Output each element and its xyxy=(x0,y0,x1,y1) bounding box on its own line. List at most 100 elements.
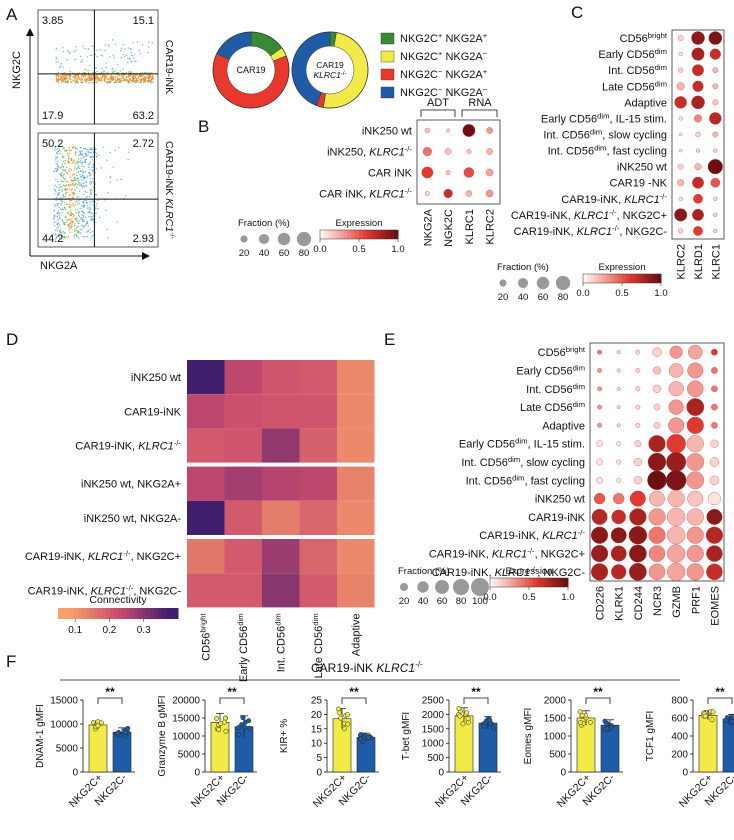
flow-event xyxy=(131,81,133,83)
row-label: iNK250, KLRC1-/- xyxy=(327,144,412,159)
size-legend-dot xyxy=(258,233,270,245)
label-part: CD56 xyxy=(538,347,566,359)
flow-event xyxy=(84,77,87,80)
flow-event xyxy=(63,208,65,211)
y-tick-label: 25 xyxy=(311,696,323,707)
color-legend-step xyxy=(602,274,607,283)
column-label: GZMB xyxy=(671,586,683,618)
flow-event xyxy=(89,178,91,180)
flow-event xyxy=(61,154,64,156)
label-part: CD56 xyxy=(544,384,572,396)
data-point xyxy=(710,709,716,715)
flow-event xyxy=(56,160,59,163)
color-legend-step xyxy=(327,230,333,239)
label-part: Int. xyxy=(608,65,626,77)
flow-event xyxy=(87,202,89,204)
dot xyxy=(421,166,434,179)
column-label: KLRC1 xyxy=(464,209,476,244)
flow-plot-label: CAR19-iNK xyxy=(163,40,175,94)
flow-event xyxy=(134,74,136,76)
flow-event xyxy=(106,72,109,74)
dot xyxy=(648,545,666,562)
flow-event xyxy=(86,235,88,238)
flow-event xyxy=(78,165,80,167)
flow-event xyxy=(136,41,139,43)
flow-event xyxy=(88,163,91,165)
dot xyxy=(686,526,704,544)
label-part: CAR19-iNK xyxy=(163,141,175,198)
donut-outline xyxy=(212,31,290,109)
flow-event xyxy=(73,229,76,231)
flow-event xyxy=(151,76,153,78)
flow-event xyxy=(57,229,59,232)
dot xyxy=(686,435,704,453)
flow-event xyxy=(126,54,128,56)
flow-event xyxy=(97,199,99,202)
y-tick-label: 20000 xyxy=(172,696,200,707)
flow-event xyxy=(57,212,60,214)
flow-event xyxy=(84,186,86,188)
data-point xyxy=(95,723,101,729)
label-part: KLRC1 xyxy=(369,147,404,159)
label-part: NKG2C xyxy=(400,51,438,63)
flow-event xyxy=(128,77,131,80)
data-point xyxy=(709,717,715,723)
flow-event xyxy=(138,81,140,83)
flow-event xyxy=(141,44,144,46)
flow-event xyxy=(53,217,55,219)
label-part: Early xyxy=(598,49,626,61)
label-part: NKG2A xyxy=(442,33,483,45)
flow-event xyxy=(60,65,62,67)
flow-event xyxy=(72,194,74,196)
quadrant-bl: 17.9 xyxy=(42,110,63,122)
label-part: CD56 xyxy=(201,633,213,661)
color-legend-title: Expression xyxy=(336,218,383,229)
dot xyxy=(678,52,683,57)
flow-event xyxy=(62,184,64,186)
label-part: CAR19-iNK, xyxy=(511,210,574,222)
label-part: CD56 xyxy=(626,81,654,93)
y-tick-label: 0 xyxy=(682,768,688,779)
label-part: Int. xyxy=(461,457,479,469)
flow-event xyxy=(55,81,58,83)
label-part: CAR19-iNK xyxy=(311,661,376,675)
flow-event xyxy=(108,44,110,46)
label-part: iNK250, xyxy=(327,147,369,159)
size-legend-dot xyxy=(536,276,550,290)
flow-event xyxy=(65,184,68,186)
dot xyxy=(687,490,704,507)
flow-event xyxy=(75,147,77,149)
row-label: CAR19-iNK, KLRC1-/- xyxy=(561,191,667,206)
panel-f: CAR19-iNK KLRC1-/-050001000015000DNAM-1 … xyxy=(35,659,734,810)
row-label: iNK250 wt, NKG2A- xyxy=(84,513,182,525)
flow-event xyxy=(56,163,59,165)
flow-event xyxy=(57,203,60,205)
dot xyxy=(713,148,718,153)
flow-event xyxy=(94,76,97,78)
flow-event xyxy=(122,79,125,81)
size-legend-dot xyxy=(417,581,429,593)
flow-event xyxy=(125,78,128,80)
flow-event xyxy=(57,219,59,221)
label-part: Early CD56 xyxy=(238,626,250,682)
label-part: dim xyxy=(273,613,282,625)
flow-event xyxy=(72,181,74,183)
flow-event xyxy=(96,77,98,80)
color-legend-step xyxy=(594,274,600,283)
flow-event xyxy=(75,49,77,51)
heatmap-cell xyxy=(299,500,337,535)
dot xyxy=(686,398,705,416)
flow-event xyxy=(54,149,56,151)
flow-event xyxy=(81,213,84,216)
flow-event xyxy=(96,203,98,205)
flow-event xyxy=(54,229,57,231)
flow-event xyxy=(62,46,64,49)
flow-event xyxy=(78,232,80,234)
y-axis-title: Eomes gMFI xyxy=(523,708,534,765)
color-legend-step xyxy=(641,274,646,283)
flow-event xyxy=(81,150,83,153)
colorbar-tick-label: 0.3 xyxy=(137,625,151,636)
